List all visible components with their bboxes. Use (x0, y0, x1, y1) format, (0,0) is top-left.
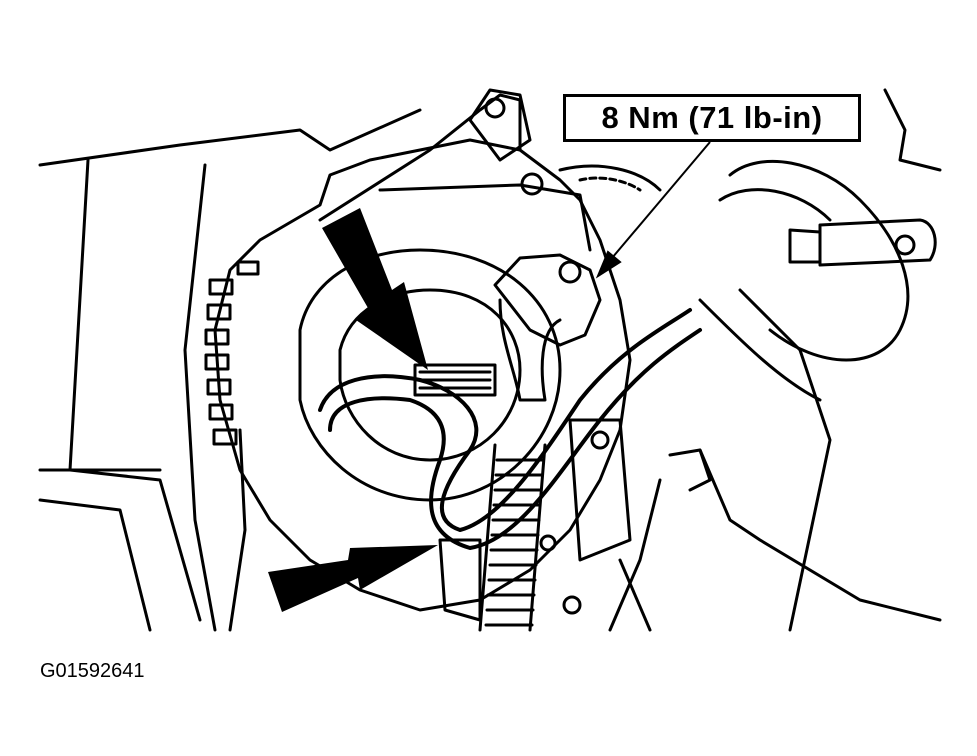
alternator-fins (206, 262, 258, 444)
figure-id: G01592641 (40, 660, 145, 682)
leader-line (612, 142, 710, 258)
pointer-arrow-upper (322, 208, 428, 370)
pointer-arrow-lower (268, 545, 438, 612)
terminal-boot (495, 255, 600, 345)
torque-spec-label: 8 Nm (71 lb-in) (563, 94, 861, 142)
alternator-housing (215, 140, 630, 610)
wiring-harness (320, 310, 690, 530)
corrugated-conduit (480, 445, 545, 630)
coolant-tube (820, 220, 935, 265)
engine-block-outline (40, 110, 420, 165)
